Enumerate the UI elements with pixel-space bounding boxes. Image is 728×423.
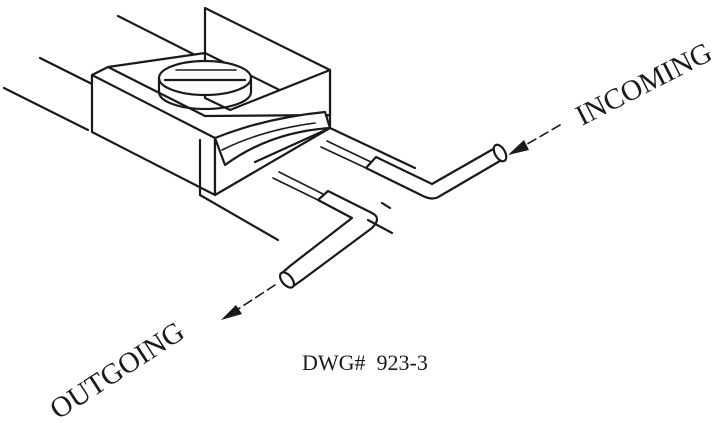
outgoing-arrow: [221, 284, 276, 320]
block-edge-lines: [253, 126, 417, 170]
outgoing-label: OUTGOING: [44, 316, 190, 423]
base-lines: [366, 201, 394, 235]
incoming-arrow: [508, 124, 561, 155]
drawing-number: DWG# 923-3: [302, 350, 428, 375]
incoming-label: INCOMING: [571, 36, 718, 132]
clamp-screw: [157, 59, 253, 111]
outgoing-wire: [272, 171, 379, 289]
incoming-wire: [320, 140, 508, 200]
